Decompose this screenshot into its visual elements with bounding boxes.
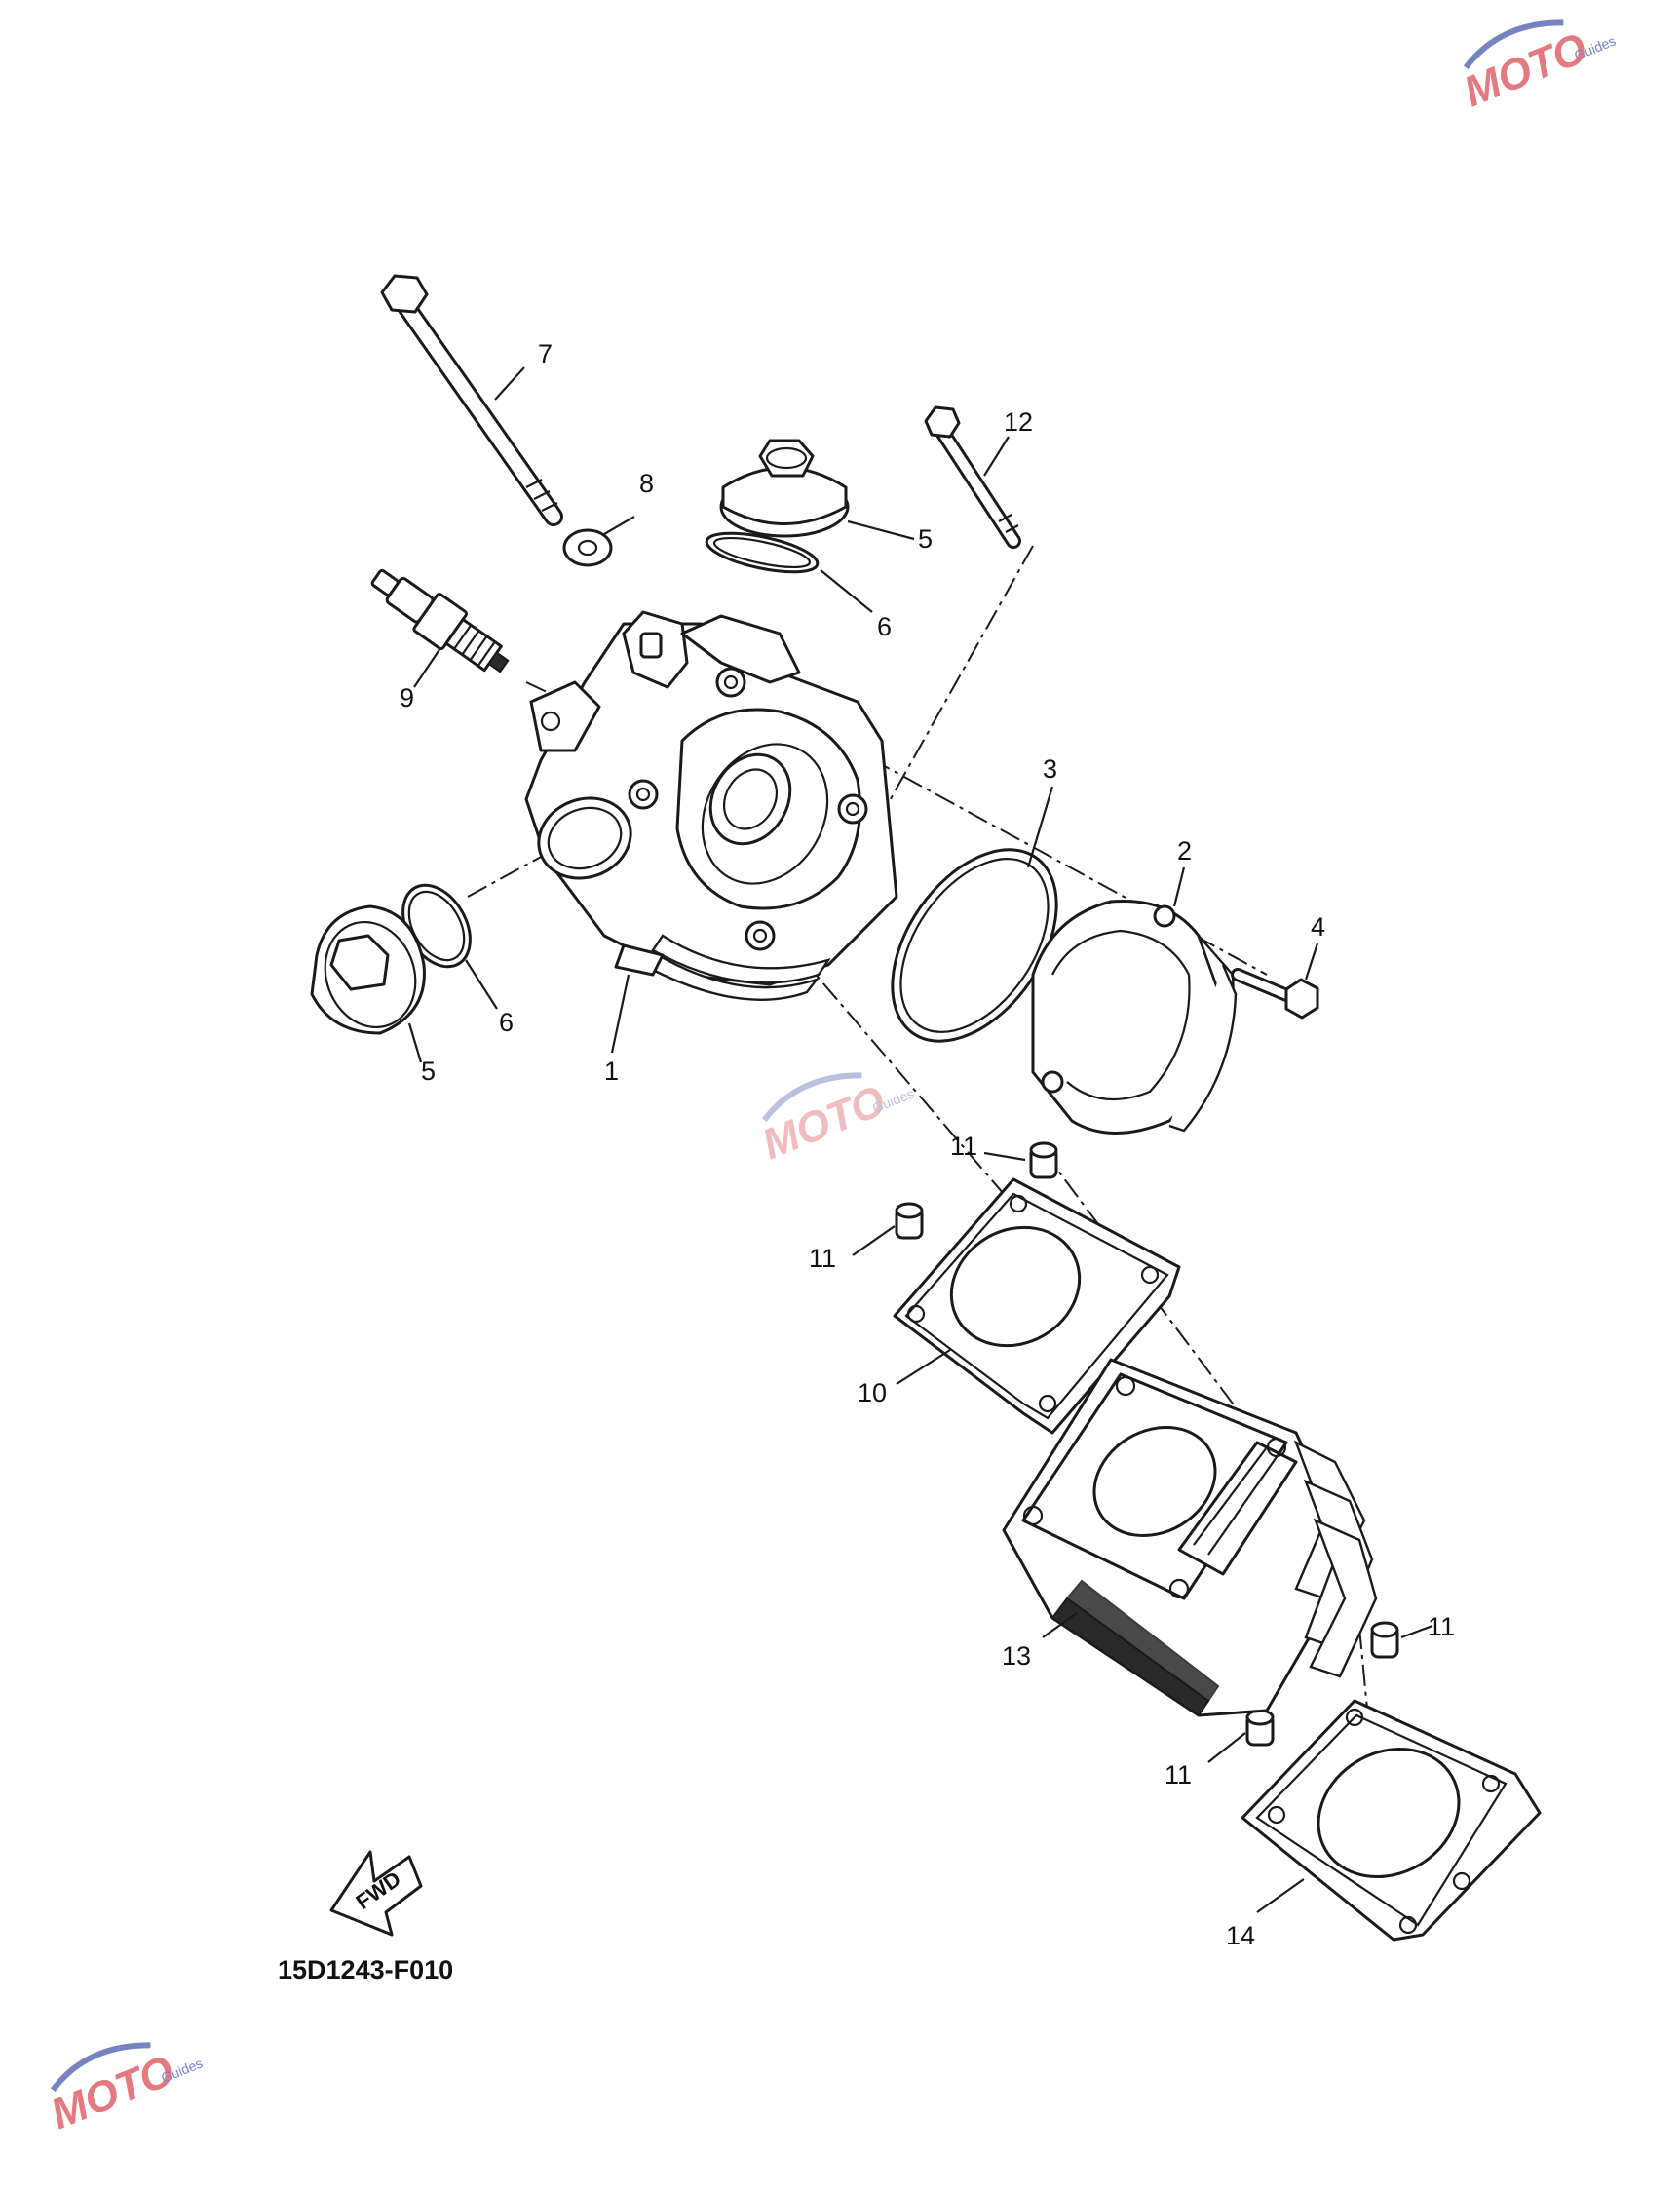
svg-text:MOTO: MOTO	[755, 1077, 892, 1170]
svg-text:MOTO: MOTO	[1457, 24, 1593, 117]
gasket-part-10	[893, 1177, 1181, 1435]
callout-9: 9	[400, 683, 414, 712]
watermark-logo-bottom: MOTO Guides	[44, 2042, 205, 2139]
callout-2: 2	[1177, 836, 1192, 866]
stud-bolt-part-7	[380, 274, 563, 526]
svg-text:MOTO: MOTO	[44, 2047, 180, 2139]
leader-lines	[407, 366, 1433, 1913]
callout-8: 8	[639, 469, 654, 498]
callout-13: 13	[1002, 1641, 1031, 1671]
callout-11-d: 11	[1165, 1760, 1192, 1789]
spark-plug-part-9	[370, 568, 510, 673]
dowel-pin-part-11-d	[1245, 1709, 1275, 1747]
callout-10: 10	[858, 1378, 887, 1407]
dowel-pin-part-11-b	[895, 1202, 924, 1240]
watermark-logo-top: MOTO Guides	[1457, 19, 1618, 117]
gasket-part-14	[1241, 1699, 1542, 1942]
cylinder-part-13	[1002, 1358, 1378, 1717]
o-ring-part-3	[891, 848, 1058, 1043]
bolt-part-4	[1231, 968, 1319, 1020]
tappet-cover-part-5-top	[719, 439, 850, 538]
callout-6-top: 6	[877, 612, 892, 641]
callout-7: 7	[538, 339, 553, 368]
washer-part-8	[562, 528, 613, 567]
bolt-part-12	[924, 405, 1021, 549]
forward-direction-arrow: FWD	[329, 1850, 423, 1937]
callout-11-c: 11	[1428, 1612, 1455, 1641]
callout-6-left: 6	[499, 1008, 514, 1037]
callout-11-a: 11	[950, 1132, 977, 1161]
o-ring-part-6-top	[705, 531, 820, 574]
diagram-code: 15D1243-F010	[278, 1955, 453, 1984]
cylinder-head-part-1	[524, 610, 898, 1001]
callout-3: 3	[1043, 754, 1057, 784]
callout-14: 14	[1226, 1921, 1255, 1950]
callout-1: 1	[604, 1057, 619, 1086]
callouts: 1 2 3 4 5 5 6 6 7 8 9 10 11 11 11 11 12 …	[400, 339, 1455, 1950]
head-cover-part-2	[1031, 899, 1238, 1135]
callout-11-b: 11	[809, 1244, 836, 1273]
callout-12: 12	[1004, 407, 1033, 437]
callout-5-top: 5	[918, 524, 933, 554]
callout-5-left: 5	[421, 1057, 436, 1086]
callout-4: 4	[1311, 912, 1325, 942]
watermark-logo-middle: MOTO Guides	[755, 1072, 916, 1170]
tappet-cover-part-5-left	[310, 904, 426, 1035]
dowel-pin-part-11-a	[1029, 1141, 1058, 1179]
dowel-pin-part-11-c	[1370, 1621, 1399, 1659]
